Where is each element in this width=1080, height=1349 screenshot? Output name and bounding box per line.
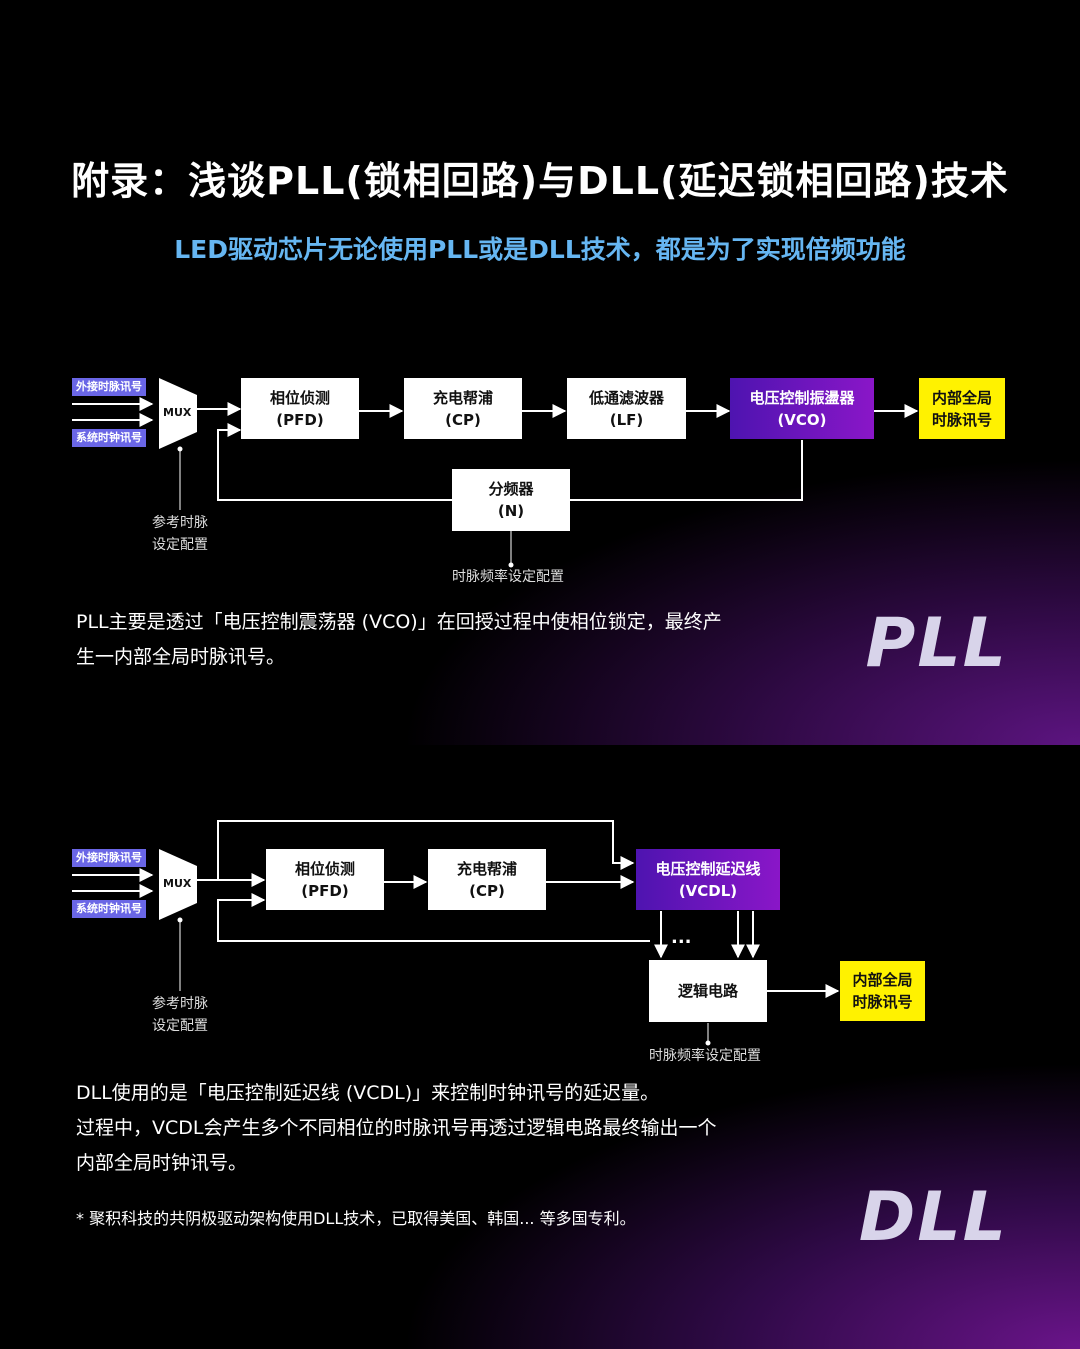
pll-description: PLL主要是透过「电压控制震荡器 (VCO)」在回授过程中使相位锁定，最终产生一…	[76, 611, 722, 668]
dll-vcdl-block: 电压控制延迟线(VCDL)	[636, 849, 780, 910]
dll-wires	[72, 820, 840, 1046]
pll-lf-block: 低通滤波器(LF)	[567, 378, 686, 439]
pll-mux	[159, 378, 197, 449]
dll-panel: 外接时脉讯号 系统时钟讯号 MUX 相位侦测(PFD) 充电帮浦(CP) 电压控…	[0, 745, 1080, 1349]
dll-output-block: 内部全局时脉讯号	[840, 961, 925, 1021]
page-title: 附录：浅谈PLL(锁相回路)与DLL(延迟锁相回路)技术	[71, 159, 1009, 203]
dll-mux-label: MUX	[163, 877, 192, 890]
pll-vco-block: 电压控制振盪器(VCO)	[730, 378, 874, 439]
pll-ref-note: 参考时脉设定配置	[152, 515, 208, 553]
page-subtitle: LED驱动芯片无论使用PLL或是DLL技术，都是为了实现倍频功能	[174, 235, 906, 264]
dll-description: DLL使用的是「电压控制延迟线 (VCDL)」来控制时钟讯号的延迟量。过程中，V…	[76, 1082, 717, 1174]
pll-divider-block: 分频器(N)	[452, 469, 570, 531]
pll-output-block: 内部全局时脉讯号	[919, 378, 1005, 439]
pll-cp-block: 充电帮浦(CP)	[404, 378, 522, 439]
pll-freq-note: 时脉频率设定配置	[452, 569, 564, 585]
dll-pfd-block: 相位侦测(PFD)	[266, 849, 384, 910]
dll-input-external-clock: 外接时脉讯号	[72, 849, 146, 867]
dll-dots: ...	[671, 927, 692, 948]
pll-wires	[72, 378, 919, 568]
dll-freq-note: 时脉频率设定配置	[649, 1048, 761, 1064]
dll-mux	[159, 849, 197, 920]
pll-mux-label: MUX	[163, 406, 192, 419]
pll-label: PLL	[865, 604, 1008, 683]
pll-panel: 附录：浅谈PLL(锁相回路)与DLL(延迟锁相回路)技术 LED驱动芯片无论使用…	[0, 0, 1080, 745]
dll-ref-note: 参考时脉设定配置	[152, 996, 208, 1034]
pll-pfd-block: 相位侦测(PFD)	[241, 378, 359, 439]
dll-logic-block: 逻辑电路	[649, 960, 767, 1022]
dll-footnote: * 聚积科技的共阴极驱动架构使用DLL技术，已取得美国、韩国... 等多国专利。	[76, 1209, 636, 1228]
dll-cp-block: 充电帮浦(CP)	[428, 849, 546, 910]
dll-input-system-clock: 系统时钟讯号	[72, 900, 146, 918]
pll-input-system-clock: 系统时钟讯号	[72, 429, 146, 447]
pll-input-external-clock: 外接时脉讯号	[72, 378, 146, 396]
dll-label: DLL	[858, 1178, 1008, 1257]
